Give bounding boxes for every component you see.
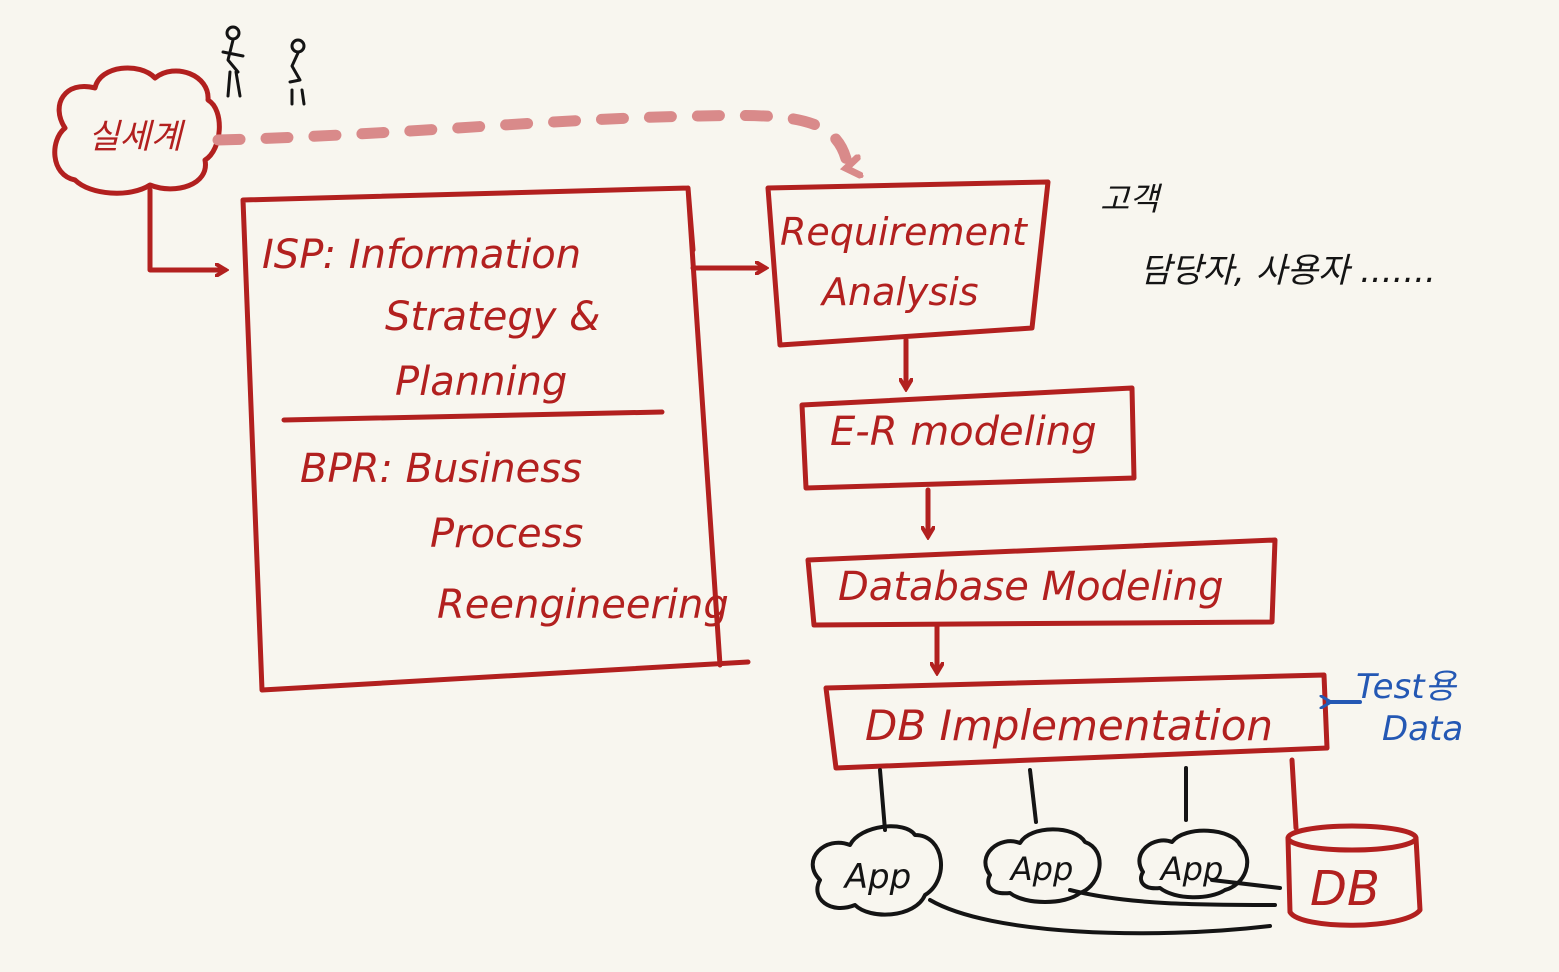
note-line1: 고객	[1100, 180, 1162, 218]
bpr-line3: Reengineering	[437, 582, 729, 628]
cloud-to-isp-arrow	[147, 187, 225, 270]
app-label: App	[843, 857, 911, 897]
app-db-connector	[1068, 888, 1277, 907]
cloud-label: 실세계	[88, 117, 186, 157]
isp-line1: ISP: Information	[262, 232, 581, 278]
requirement-line1: Requirement	[780, 210, 1029, 254]
bpr-line2: Process	[430, 511, 583, 557]
app-cloud-1: App	[810, 824, 943, 917]
note-line2: 담당자, 사용자 .......	[1140, 251, 1436, 291]
app-db-connector	[1210, 878, 1282, 890]
er-modeling-box	[799, 385, 1137, 491]
database-label: Database Modeling	[838, 564, 1224, 610]
isp-line3: Planning	[395, 359, 567, 405]
er-label: E-R modeling	[830, 409, 1097, 455]
app-cloud-2: App	[983, 827, 1102, 904]
db-label: DB	[1310, 861, 1380, 917]
stick-figure-icon	[288, 38, 306, 106]
test-data-line2: Data	[1382, 709, 1463, 749]
database-modeling-box	[805, 537, 1278, 628]
requirement-line2: Analysis	[819, 270, 979, 314]
implementation-to-app-link	[1028, 768, 1038, 824]
real-world-cloud	[52, 65, 222, 196]
implementation-to-db-link	[1289, 757, 1299, 831]
db-implementation-box	[823, 672, 1330, 771]
implementation-label: DB Implementation	[865, 701, 1273, 750]
isp-bpr-divider	[281, 409, 665, 423]
app-cloud-3: App	[1137, 828, 1250, 900]
app-db-connector	[928, 898, 1272, 936]
app-label: App	[1009, 850, 1074, 888]
isp-line2: Strategy &	[385, 294, 600, 340]
bpr-line1: BPR: Business	[300, 446, 582, 492]
app-label: App	[1159, 850, 1224, 888]
test-data-line1: Test용	[1356, 667, 1458, 707]
database-cylinder-icon: DB	[1285, 823, 1423, 928]
implementation-to-app-link	[878, 768, 887, 832]
dashed-flow-arrow	[212, 109, 848, 168]
stick-figure-icon	[221, 25, 245, 98]
requirement-analysis-box	[765, 179, 1051, 348]
